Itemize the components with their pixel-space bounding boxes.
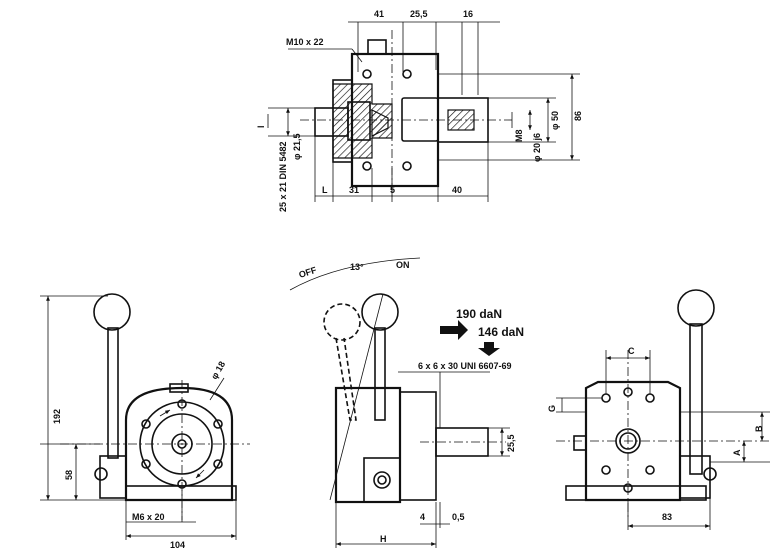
dim-104: 104: [170, 540, 185, 550]
dim-41: 41: [374, 9, 384, 19]
dim-25-5-top: 25,5: [410, 9, 428, 19]
left-view: [40, 293, 250, 540]
dim-l: l: [256, 125, 266, 128]
dim-H: H: [380, 534, 387, 544]
dim-phi-50: φ 50: [550, 111, 560, 130]
dim-25-5-side: 25,5: [506, 434, 516, 452]
dim-86: 86: [573, 111, 583, 121]
label-on: ON: [396, 260, 410, 270]
dim-31: 31: [349, 185, 359, 195]
dim-thread-m10: M10 x 22: [286, 37, 324, 47]
dim-192: 192: [52, 409, 62, 424]
dim-phi-21-5: φ 21,5: [292, 134, 302, 160]
top-view: [267, 21, 580, 202]
dim-5: 5: [390, 185, 395, 195]
dim-A: A: [732, 449, 742, 456]
dim-B: B: [754, 425, 764, 432]
dim-spline-din5482: 25 x 21 DIN 5482: [278, 141, 288, 212]
dim-0-5: 0,5: [452, 512, 465, 522]
load-190-dan: 190 daN: [456, 307, 502, 321]
load-146-dan: 146 daN: [478, 325, 524, 339]
dim-m8: M8: [514, 129, 524, 142]
dim-phi-18: φ 18: [209, 360, 227, 381]
middle-view: [289, 257, 510, 548]
dim-C: C: [628, 346, 635, 356]
dim-16: 16: [463, 9, 473, 19]
dim-phi-20-j6: φ 20 j6: [532, 133, 542, 162]
label-off: OFF: [298, 265, 319, 280]
dim-4: 4: [420, 512, 425, 522]
dim-m6x20: M6 x 20: [132, 512, 165, 522]
right-view: [556, 289, 770, 530]
dim-83: 83: [662, 512, 672, 522]
dim-key-uni: 6 x 6 x 30 UNI 6607-69: [418, 361, 512, 371]
dim-58: 58: [64, 470, 74, 480]
dim-L: L: [322, 185, 328, 195]
dim-13-deg: 13°: [350, 262, 364, 272]
dim-G: G: [547, 405, 557, 412]
dim-40: 40: [452, 185, 462, 195]
